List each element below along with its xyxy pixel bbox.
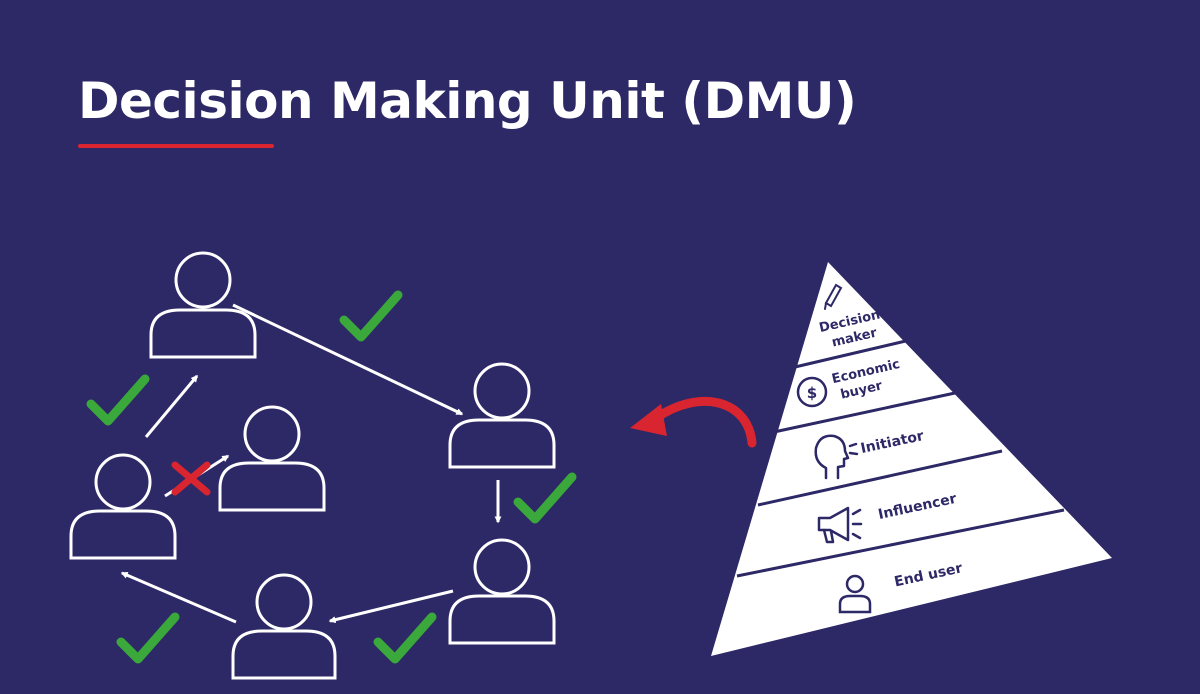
curved-arrow-icon xyxy=(630,396,757,448)
arrow-left-to-top xyxy=(144,374,199,438)
check-icon xyxy=(116,612,180,664)
check-icon xyxy=(373,612,437,664)
page-title: Decision Making Unit (DMU) xyxy=(78,72,857,130)
check-icon xyxy=(513,472,577,524)
person-icon-bottom xyxy=(231,573,337,680)
dollar-coin-icon: $ xyxy=(796,376,828,408)
pencil-icon xyxy=(824,283,843,310)
check-icon xyxy=(86,374,150,426)
person-icon-center xyxy=(218,405,326,512)
user-icon xyxy=(838,574,872,614)
person-icon-right-lower xyxy=(448,538,556,645)
megaphone-icon xyxy=(817,506,863,544)
arrow-bottom-to-left xyxy=(120,571,237,624)
cross-icon xyxy=(171,461,211,496)
svg-text:$: $ xyxy=(807,384,817,402)
person-icon-right-upper xyxy=(448,362,556,469)
person-icon-left xyxy=(69,453,177,560)
dmu-pyramid: Decision maker $ Economic buyer Init xyxy=(711,262,1112,656)
person-icon-top xyxy=(149,251,257,359)
speaking-head-icon xyxy=(814,434,859,480)
arrow-right-to-bottom xyxy=(328,589,454,624)
title-underline xyxy=(78,144,274,148)
check-icon xyxy=(339,290,403,342)
arrow-top-to-right xyxy=(232,303,464,416)
